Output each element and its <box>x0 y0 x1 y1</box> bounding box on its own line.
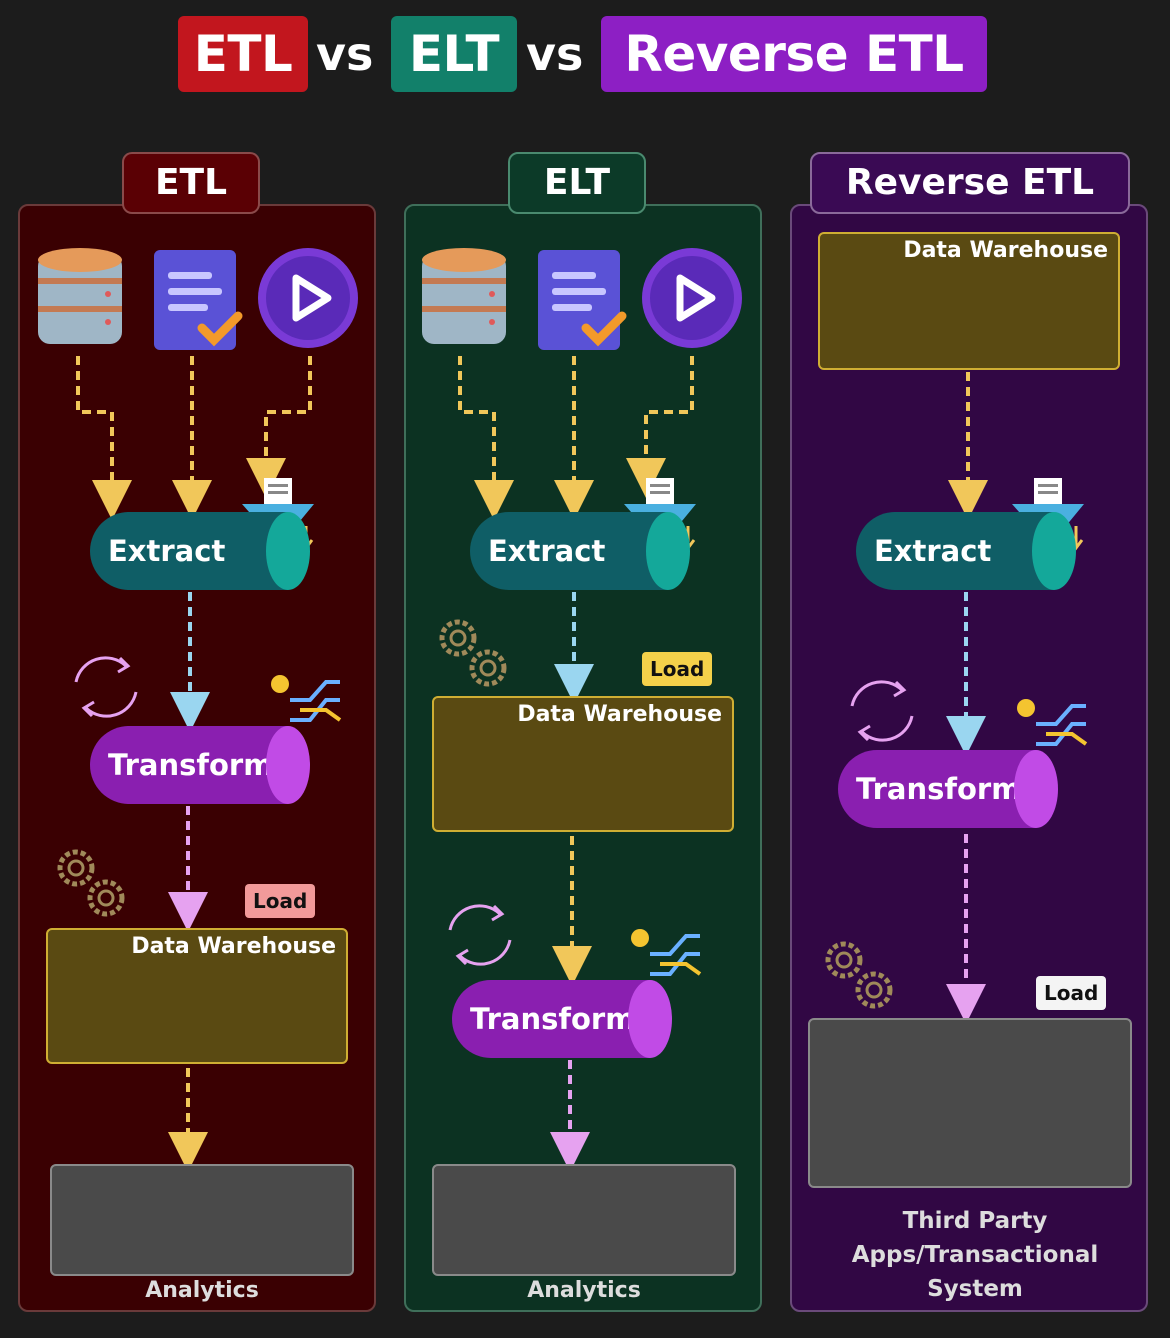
elt-transform-label: Transform <box>470 1002 636 1036</box>
refresh-cycle-icon <box>74 656 138 718</box>
refresh-cycle-icon <box>448 904 512 966</box>
play-icon <box>258 248 358 348</box>
etl-load-badge: Load <box>245 884 316 918</box>
document-check-icon <box>154 250 238 350</box>
reverse-transform-stage: Transform <box>838 750 1058 828</box>
play-icon <box>642 248 742 348</box>
etl-data-warehouse: Data Warehouse <box>46 928 348 1064</box>
reverse-destination-line-1: Third Party <box>902 1208 1048 1234</box>
elt-analytics-box <box>432 1164 736 1276</box>
reverse-data-warehouse: Data Warehouse <box>818 232 1120 370</box>
title-elt: ELT <box>391 16 517 92</box>
etl-analytics-box <box>50 1164 354 1276</box>
reverse-transform-label: Transform <box>856 772 1022 806</box>
elt-header: ELT <box>508 152 646 214</box>
refresh-cycle-icon <box>850 680 914 742</box>
reverse-load-badge: Load <box>1036 976 1107 1010</box>
elt-analytics-label: Analytics <box>527 1278 641 1303</box>
gears-icon <box>60 852 122 914</box>
title-vs-1: vs <box>316 27 374 81</box>
etl-warehouse-label: Data Warehouse <box>131 934 336 959</box>
reverse-destination-label: Third Party Apps/Transactional System <box>808 1204 1142 1306</box>
elt-warehouse-label: Data Warehouse <box>517 702 722 727</box>
elt-data-warehouse: Data Warehouse <box>432 696 734 832</box>
etl-extract-label: Extract <box>108 534 226 568</box>
etl-extract-stage: Extract <box>90 512 310 590</box>
elt-extract-stage: Extract <box>470 512 690 590</box>
title-vs-2: vs <box>526 27 584 81</box>
reverse-warehouse-label: Data Warehouse <box>903 238 1108 263</box>
reverse-destination-box <box>808 1018 1132 1188</box>
gears-icon <box>828 944 890 1006</box>
reverse-destination-line-2: Apps/Transactional <box>851 1242 1099 1268</box>
elt-transform-stage: Transform <box>452 980 672 1058</box>
gears-icon <box>442 622 504 684</box>
etl-transform-stage: Transform <box>90 726 310 804</box>
reverse-destination-line-3: System <box>927 1276 1023 1302</box>
etl-header: ETL <box>122 152 260 214</box>
reverse-extract-label: Extract <box>874 534 992 568</box>
document-check-icon <box>538 250 622 350</box>
title-reverse-etl: Reverse ETL <box>601 16 987 92</box>
elt-load-badge: Load <box>642 652 713 686</box>
etl-source-icons <box>38 248 358 350</box>
elt-extract-label: Extract <box>488 534 606 568</box>
reverse-header: Reverse ETL <box>810 152 1130 214</box>
reverse-extract-stage: Extract <box>856 512 1076 590</box>
etl-analytics-label: Analytics <box>145 1278 259 1303</box>
title-etl: ETL <box>178 16 308 92</box>
database-icon <box>38 248 122 344</box>
etl-transform-label: Transform <box>108 748 274 782</box>
database-icon <box>422 248 506 344</box>
elt-source-icons <box>422 248 742 350</box>
